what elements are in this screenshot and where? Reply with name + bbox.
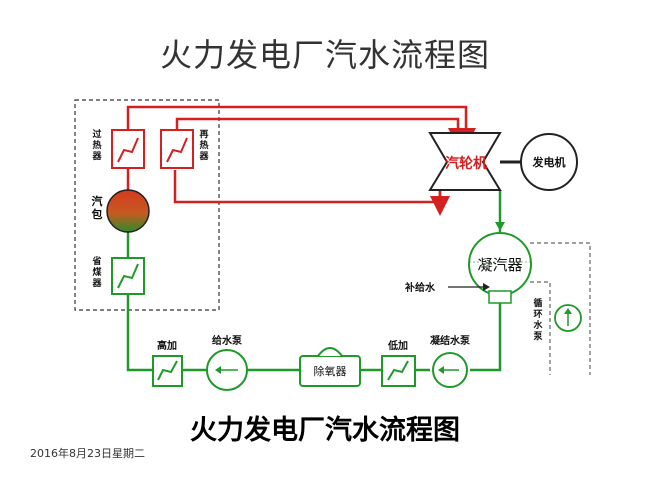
label-condensate-pump: 凝结水泵 xyxy=(430,334,471,347)
boiler-boundary xyxy=(74,99,220,311)
label-condenser: 凝汽器 xyxy=(477,256,522,274)
diagram-title: 火力发电厂汽水流程图 xyxy=(159,36,490,74)
feed-pump xyxy=(206,349,248,391)
label-feed-pump: 给水泵 xyxy=(212,334,243,347)
label-economizer: 省煤器 xyxy=(91,255,102,289)
condenser xyxy=(468,232,532,304)
superheater xyxy=(111,129,145,169)
label-generator: 发电机 xyxy=(532,155,566,169)
reheater xyxy=(160,129,194,169)
economizer xyxy=(111,257,145,295)
circulating-water-loop xyxy=(530,242,591,375)
diagram-caption: 火力发电厂汽水流程图 xyxy=(190,415,460,446)
deaerator xyxy=(299,347,361,387)
label-circulating-water: 循环水泵 xyxy=(533,297,543,342)
label-makeup-water: 补给水 xyxy=(404,281,436,294)
lp-heater xyxy=(381,355,416,387)
label-drum: 汽包 xyxy=(91,194,103,221)
generator xyxy=(520,133,578,191)
steam-lines xyxy=(126,105,476,216)
label-reheater: 再热器 xyxy=(198,129,209,162)
drum xyxy=(106,189,150,233)
label-hp-heater: 高加 xyxy=(157,339,177,352)
label-deaerator: 除氧器 xyxy=(314,364,347,378)
condensate-pump xyxy=(432,352,468,388)
label-lp-heater: 低加 xyxy=(387,339,408,352)
label-superheater: 过热器 xyxy=(91,128,102,162)
label-turbine: 汽轮机 xyxy=(445,155,487,172)
hp-heater xyxy=(152,355,183,387)
turbine xyxy=(428,132,502,191)
date-stamp: 2016年8月23日星期二 xyxy=(30,447,145,460)
